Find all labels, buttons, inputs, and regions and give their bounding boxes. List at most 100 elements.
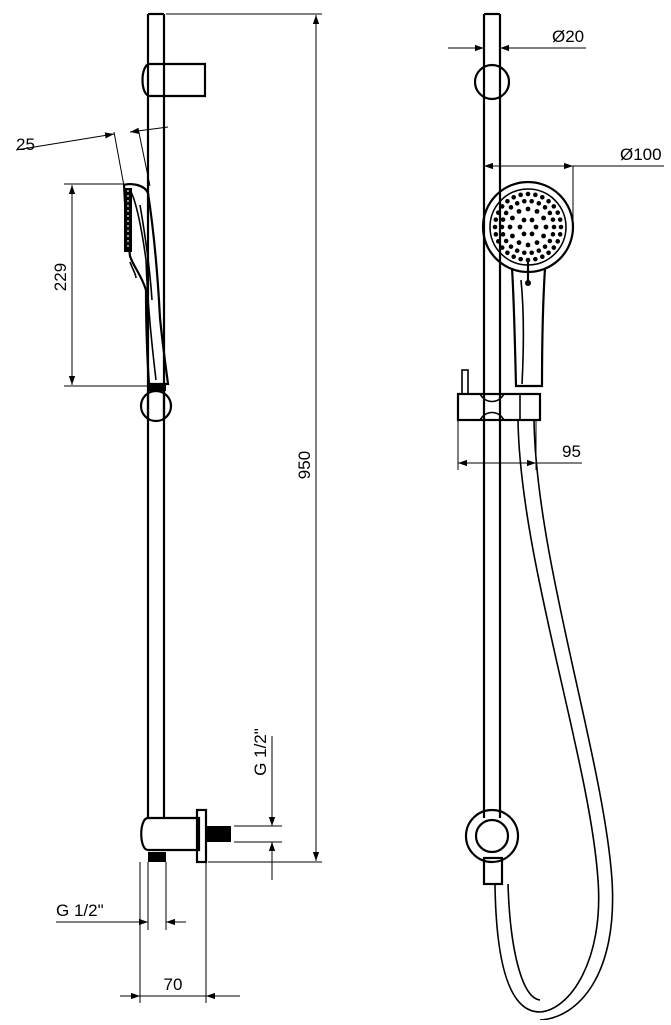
nozzle [529, 217, 535, 223]
nozzle [510, 233, 515, 239]
dim-950: 950 [166, 13, 322, 863]
nozzle [511, 254, 516, 260]
nozzle [518, 192, 523, 198]
nozzle [529, 198, 534, 204]
nozzle [540, 194, 545, 200]
nozzle [557, 232, 563, 237]
nozzle [543, 224, 549, 230]
nozzle [550, 232, 556, 237]
label-o20: Ø20 [552, 27, 584, 46]
dim-g12-inlet: G 1/2" [56, 862, 186, 930]
nozzle [492, 224, 498, 230]
nozzle [517, 224, 523, 230]
nozzle [510, 215, 515, 221]
nozzle [499, 224, 505, 230]
side-view: 950 229 25 G 1/2" [15, 12, 322, 1003]
nozzle [518, 256, 523, 262]
nozzle [499, 245, 505, 250]
nozzle [547, 210, 553, 216]
dim-g12-connector: G 1/2" [234, 728, 282, 880]
hand-shower-front [481, 180, 575, 388]
nozzle [542, 244, 548, 249]
label-95: 95 [562, 442, 581, 461]
nozzle [533, 224, 539, 230]
dim-229: 229 [51, 183, 148, 387]
front-view: Ø20 Ø100 95 [448, 12, 664, 1021]
nozzle [525, 242, 531, 248]
label-950: 950 [295, 451, 314, 479]
hand-shower-side [122, 183, 170, 391]
nozzle [522, 250, 527, 256]
label-o100: Ø100 [620, 145, 662, 164]
nozzle [521, 217, 527, 223]
rail-front [482, 12, 502, 818]
nozzle [541, 233, 546, 239]
slider-front [456, 369, 542, 422]
nozzle [495, 239, 501, 244]
nozzle [550, 217, 556, 222]
nozzle [533, 256, 538, 262]
nozzle [551, 204, 557, 209]
label-g12-connector: G 1/2" [251, 728, 270, 776]
nozzle [505, 250, 510, 256]
nozzle [529, 250, 534, 256]
rail-side [146, 12, 166, 818]
nozzle [516, 240, 522, 245]
nozzle [514, 201, 520, 206]
nozzle [514, 248, 520, 253]
top-bracket-side [141, 62, 207, 98]
nozzle [508, 244, 514, 249]
nozzle [542, 205, 548, 210]
nozzle [493, 232, 499, 237]
label-70: 70 [164, 975, 183, 994]
dim-25: 25 [15, 126, 169, 187]
nozzle [555, 239, 561, 244]
hose [494, 419, 614, 1021]
nozzle [534, 209, 540, 214]
nozzle [551, 224, 557, 230]
holder-ring-side [139, 389, 173, 423]
nozzle [558, 224, 564, 230]
bottom-connector-front [464, 808, 520, 886]
nozzle [546, 250, 551, 256]
nozzle [495, 210, 501, 215]
label-g12-inlet: G 1/2" [56, 901, 104, 920]
nozzle [507, 224, 513, 230]
nozzle [503, 210, 509, 216]
nozzle [516, 209, 522, 214]
nozzle [547, 238, 553, 244]
dim-70: 70 [120, 862, 240, 1003]
nozzle [534, 240, 540, 245]
nozzle [525, 191, 531, 197]
nozzle [557, 217, 563, 222]
nozzle [500, 217, 506, 222]
label-229: 229 [51, 263, 70, 291]
nozzle [503, 238, 509, 244]
nozzle [540, 254, 545, 260]
nozzle [499, 204, 505, 209]
nozzle [511, 194, 516, 200]
nozzle [500, 232, 506, 237]
nozzle [555, 210, 561, 215]
nozzle [493, 217, 499, 222]
label-25: 25 [16, 135, 35, 154]
nozzle [541, 215, 546, 221]
dim-95: 95 [457, 420, 582, 470]
nozzle [533, 192, 538, 198]
nozzle [508, 205, 514, 210]
nozzle [546, 198, 551, 204]
nozzle [551, 245, 557, 250]
dim-o20: Ø20 [448, 27, 586, 52]
nozzle [522, 198, 527, 204]
nozzle-pattern [492, 191, 564, 263]
nozzle [529, 231, 535, 237]
bottom-bracket-side [140, 808, 231, 864]
nozzle [536, 248, 542, 253]
nozzle [521, 231, 527, 237]
dim-o100: Ø100 [484, 145, 664, 228]
nozzle [536, 201, 542, 206]
nozzle [505, 198, 510, 204]
top-bracket-front [473, 63, 511, 101]
nozzle [525, 206, 531, 212]
